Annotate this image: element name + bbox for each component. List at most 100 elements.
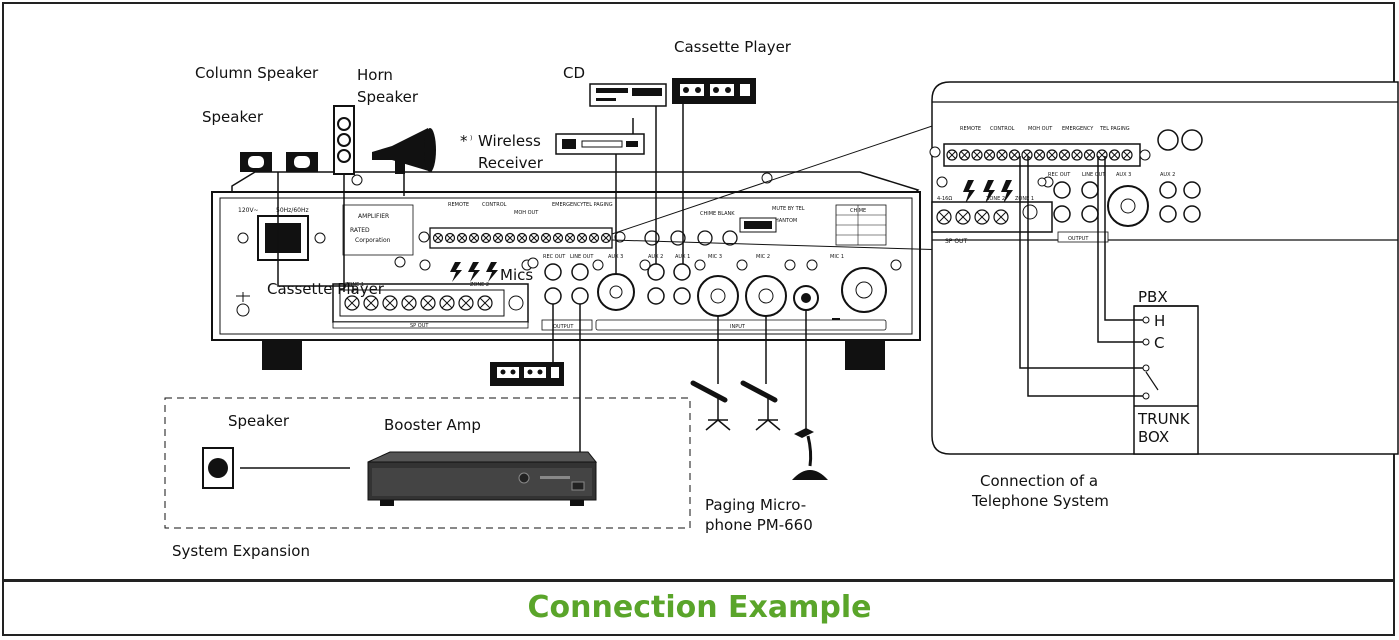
line-out-label: LINE OUT xyxy=(570,254,594,260)
screw-slot xyxy=(976,211,988,223)
screw-slot xyxy=(1085,151,1094,159)
screw-slot xyxy=(998,151,1006,159)
pbx-h-label: H xyxy=(1154,312,1165,330)
ceiling-speakers xyxy=(240,152,318,172)
telephone-sp-terminal xyxy=(936,209,1009,225)
cassette-player-top xyxy=(672,78,756,104)
screw-slot xyxy=(479,297,491,309)
footer-divider xyxy=(4,579,1393,582)
emergency-label: EMERGENCY xyxy=(552,202,584,208)
tel-zone1-label: ZONE 1 xyxy=(1015,196,1034,202)
horn-speaker-label-2: Speaker xyxy=(357,88,419,106)
mute-by-tel-label: MUTE BY TEL xyxy=(772,206,805,212)
horn-speaker-label-1: Horn xyxy=(357,66,393,84)
control-terminal-block xyxy=(432,232,612,244)
speaker-expansion-label: Speaker xyxy=(228,412,290,430)
screw-slot xyxy=(403,297,415,309)
wiring xyxy=(277,104,951,452)
paging-label-2: phone PM-660 xyxy=(705,516,813,534)
phantom-label: PHANTOM xyxy=(772,218,797,224)
microphones xyxy=(690,380,781,431)
screw-slot xyxy=(506,234,514,242)
speaker-terminal-block xyxy=(344,295,493,311)
horn-speaker xyxy=(372,128,436,174)
booster-amp-label: Booster Amp xyxy=(384,416,481,434)
column-speaker-label: Column Speaker xyxy=(195,64,319,82)
screw-slot xyxy=(1010,151,1019,159)
tel-zone2-label: ZONE 2 xyxy=(986,196,1005,202)
zone1-label-main: ZONE 1 xyxy=(345,282,364,288)
tel-paging-label: TEL PAGING xyxy=(582,202,613,208)
screw-slot xyxy=(542,234,550,242)
screw-slot xyxy=(422,297,434,309)
screw-slot xyxy=(554,234,562,242)
voltage-label: 120V~ xyxy=(238,207,259,214)
tel-remote-label: REMOTE xyxy=(960,126,981,132)
screw-slot xyxy=(957,211,969,223)
screw-slot xyxy=(578,234,586,242)
trunk-label-2: BOX xyxy=(1138,428,1169,446)
screw-slot xyxy=(346,297,358,309)
mics-label: Mics xyxy=(500,266,533,284)
tel-emergency-label: EMERGENCY xyxy=(1062,126,1094,132)
pbx-c-label: C xyxy=(1154,334,1164,352)
zone2-label-main: ZONE 2 xyxy=(470,282,489,288)
wireless-label-1: Wireless xyxy=(478,132,541,150)
screw-slot xyxy=(948,151,956,159)
paging-label-1: Paging Micro- xyxy=(705,496,806,514)
wireless-receiver xyxy=(555,118,645,155)
screw-slot xyxy=(470,234,478,242)
screw-slot xyxy=(460,297,472,309)
tel-output-label: OUTPUT xyxy=(1068,236,1089,242)
system-expansion-label: System Expansion xyxy=(172,542,310,560)
screw-slot xyxy=(441,297,453,309)
output-label: OUTPUT xyxy=(553,324,574,330)
wireless-sup: ) xyxy=(470,135,472,142)
mic3-label: MIC 3 xyxy=(708,254,722,260)
screw-slot xyxy=(446,234,454,242)
tel-aux2-label: AUX 2 xyxy=(1160,172,1175,178)
frequency-label: 50Hz/60Hz xyxy=(276,207,309,214)
screw-slot xyxy=(518,234,526,242)
remote-label: REMOTE xyxy=(448,202,469,208)
system-expansion-box xyxy=(164,397,691,529)
screw-slot xyxy=(494,234,502,242)
screw-slot xyxy=(566,234,574,242)
cassette-player-bottom xyxy=(490,362,564,386)
paging-microphone xyxy=(792,428,828,480)
cd-player xyxy=(589,83,667,107)
screw-slot xyxy=(365,297,377,309)
rec-out-label: REC OUT xyxy=(543,254,566,260)
telephone-label-2: Telephone System xyxy=(971,492,1109,510)
amplifier-rear-panel: 120V~ 50Hz/60Hz AMPLIFIER RATED Corporat… xyxy=(211,171,921,370)
amplifier-plate-label: AMPLIFIER xyxy=(358,213,389,220)
telephone-terminal-block xyxy=(946,149,1133,161)
tel-sp-out-label: SP OUT xyxy=(945,238,967,245)
screw-slot xyxy=(590,234,598,242)
cassette-bottom-label: Cassette Player xyxy=(267,280,385,298)
tel-ohm-label: 4-16Ω xyxy=(937,196,952,202)
expansion-speaker xyxy=(202,447,234,489)
screw-slot xyxy=(1123,151,1131,159)
telephone-label-1: Connection of a xyxy=(980,472,1098,490)
screw-slot xyxy=(482,234,490,242)
screw-slot xyxy=(1110,151,1119,159)
screw-slot xyxy=(384,297,396,309)
trunk-label-1: TRUNK xyxy=(1137,410,1191,428)
mic2-label: MIC 2 xyxy=(756,254,770,260)
screw-slot xyxy=(1035,151,1044,159)
cassette-top-label: Cassette Player xyxy=(674,38,792,56)
screw-slot xyxy=(602,234,610,242)
screw-slot xyxy=(1060,151,1069,159)
screw-slot xyxy=(973,151,981,159)
telephone-detail-panel: REMOTE CONTROL MOH OUT EMERGENCY TEL PAG… xyxy=(929,81,1399,455)
screw-slot xyxy=(1073,151,1081,159)
tel-rec-out-label: REC OUT xyxy=(1048,172,1071,178)
tel-tel-paging-label: TEL PAGING xyxy=(1099,126,1130,132)
screw-slot xyxy=(995,211,1007,223)
rated-label: RATED xyxy=(350,227,370,234)
pbx-label: PBX xyxy=(1138,288,1168,306)
column-speaker xyxy=(333,105,355,175)
sp-out-label: SP OUT xyxy=(410,323,429,329)
